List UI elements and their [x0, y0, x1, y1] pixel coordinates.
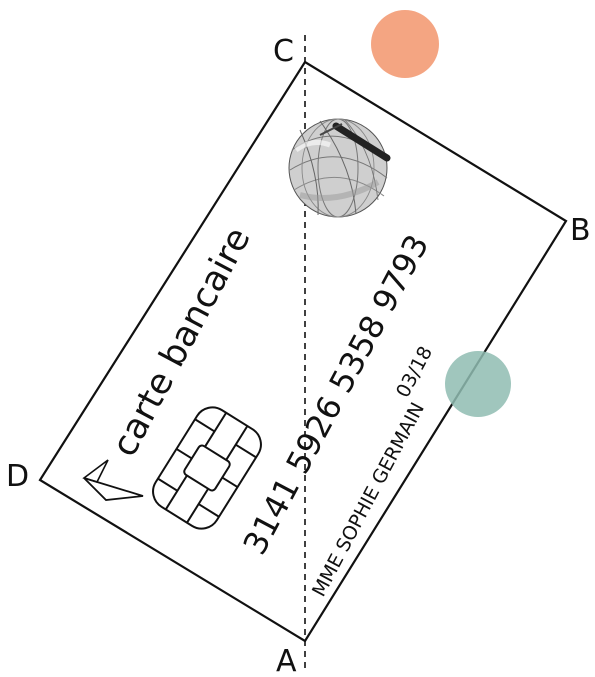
triangle-icon-top: [82, 459, 109, 483]
vertex-label-a: A: [276, 644, 297, 677]
orange-marker: [371, 10, 439, 78]
vertex-label-c: C: [273, 34, 294, 69]
vertex-label-b: B: [570, 213, 591, 248]
globe-hologram-icon: [288, 118, 391, 218]
triangle-icon: [83, 477, 144, 501]
card-expiry: 03/18: [392, 343, 437, 402]
teal-marker: [445, 351, 511, 417]
vertex-label-d: D: [6, 459, 29, 494]
chip-icon: [152, 406, 262, 530]
